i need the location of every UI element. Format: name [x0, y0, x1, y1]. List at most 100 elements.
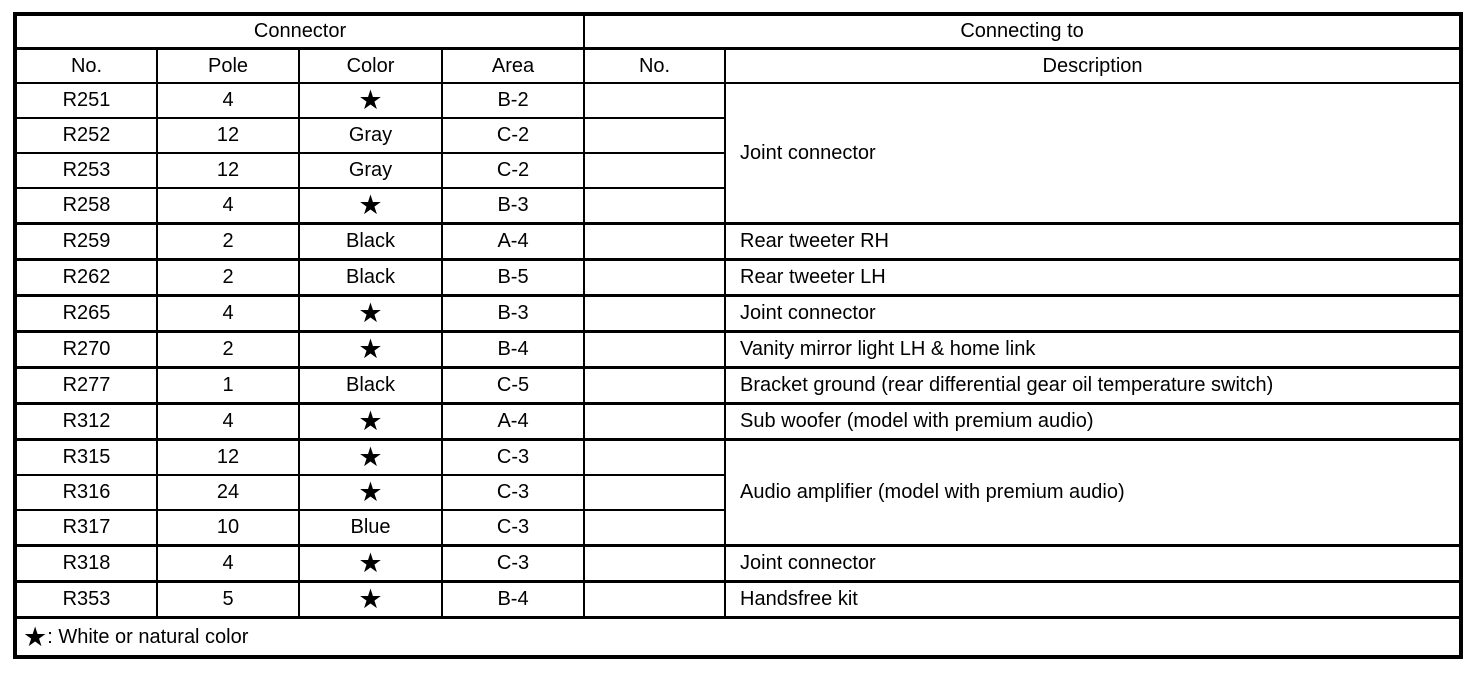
area-cell: B-4 — [440, 580, 586, 619]
color-cell: ★ — [298, 330, 443, 369]
pole-cell: 4 — [156, 187, 300, 225]
table-row: R277 1 Black C-5 Bracket ground (rear di… — [14, 366, 1463, 405]
description-cell: Joint connector — [724, 294, 1463, 333]
area-cell: B-3 — [440, 187, 586, 225]
table-row: R317 10 Blue C-3 — [14, 509, 1461, 547]
pole-cell: 24 — [156, 474, 300, 511]
color-cell: Black — [298, 222, 443, 261]
table-row: R312 4 ★ A-4 Sub woofer (model with prem… — [14, 402, 1463, 441]
pole-cell: 4 — [156, 544, 300, 583]
description-cell: Joint connector — [724, 82, 1463, 225]
color-cell: ★ — [298, 580, 443, 619]
table-row: R316 24 ★ C-3 — [14, 474, 1461, 511]
connecting-no-cell — [583, 438, 727, 476]
description-cell: Joint connector — [724, 544, 1463, 583]
table-row: R251 4 ★ B-2 Joint connector — [14, 82, 1463, 225]
description-cell: Sub woofer (model with premium audio) — [724, 402, 1463, 441]
table-row: R270 2 ★ B-4 Vanity mirror light LH & ho… — [14, 330, 1463, 369]
color-cell: ★ — [298, 438, 443, 476]
table-row: R252 12 Gray C-2 — [14, 117, 1461, 154]
legend-text: : White or natural color — [47, 625, 249, 648]
area-cell: B-5 — [440, 258, 586, 297]
table-row: R265 4 ★ B-3 Joint connector — [14, 294, 1463, 333]
table-row: R253 12 Gray C-2 — [14, 152, 1461, 189]
col-header-pole: Pole — [156, 47, 300, 84]
connecting-no-cell — [583, 509, 727, 547]
area-cell: C-3 — [440, 509, 586, 547]
description-cell: Audio amplifier (model with premium audi… — [724, 438, 1463, 547]
connector-no-cell: R251 — [14, 82, 158, 119]
table-row: R258 4 ★ B-3 — [14, 187, 1461, 225]
color-cell: ★ — [298, 82, 443, 119]
pole-cell: 4 — [156, 402, 300, 441]
description-cell: Vanity mirror light LH & home link — [724, 330, 1463, 369]
pole-cell: 12 — [156, 152, 300, 189]
color-cell: Blue — [298, 509, 443, 547]
connector-no-cell: R318 — [14, 544, 158, 583]
col-header-description: Description — [724, 47, 1463, 84]
color-cell: ★ — [298, 294, 443, 333]
connector-no-cell: R312 — [14, 402, 158, 441]
area-cell: A-4 — [440, 402, 586, 441]
legend-row: ★: White or natural color — [13, 616, 1463, 658]
connecting-to-group-header: Connecting to — [583, 13, 1463, 50]
connector-table: Connector Connecting to No. Pole Color A… — [13, 12, 1464, 659]
connector-no-cell: R270 — [14, 330, 158, 369]
table-row: R353 5 ★ B-4 Handsfree kit — [14, 580, 1463, 619]
connecting-no-cell — [583, 330, 727, 369]
table-row: R259 2 Black A-4 Rear tweeter RH — [14, 222, 1463, 261]
pole-cell: 12 — [156, 438, 300, 476]
color-cell: Gray — [298, 117, 443, 154]
column-header-row: No. Pole Color Area No. Description — [14, 47, 1463, 84]
pole-cell: 12 — [156, 117, 300, 154]
description-cell: Handsfree kit — [724, 580, 1463, 619]
table-row: R262 2 Black B-5 Rear tweeter LH — [14, 258, 1463, 297]
pole-cell: 10 — [156, 509, 300, 547]
connector-no-cell: R262 — [14, 258, 158, 297]
star-icon: ★ — [23, 621, 48, 652]
connecting-no-cell — [583, 474, 727, 511]
pole-cell: 5 — [156, 580, 300, 619]
table-row: R318 4 ★ C-3 Joint connector — [14, 544, 1463, 583]
area-cell: A-4 — [440, 222, 586, 261]
color-cell: ★ — [298, 187, 443, 225]
connecting-no-cell — [583, 82, 727, 119]
connecting-no-cell — [583, 294, 727, 333]
connecting-no-cell — [583, 258, 727, 297]
description-cell: Rear tweeter LH — [724, 258, 1463, 297]
pole-cell: 2 — [156, 330, 300, 369]
connector-no-cell: R253 — [14, 152, 158, 189]
connector-no-cell: R353 — [14, 580, 158, 619]
connector-no-cell: R315 — [14, 438, 158, 476]
connector-no-cell: R258 — [14, 187, 158, 225]
col-header-no: No. — [14, 47, 158, 84]
area-cell: C-3 — [440, 544, 586, 583]
col-header-connecting-no: No. — [583, 47, 727, 84]
table-row: R315 12 ★ C-3 Audio amplifier (model wit… — [14, 438, 1463, 547]
connecting-no-cell — [583, 152, 727, 189]
col-header-color: Color — [298, 47, 443, 84]
connecting-no-cell — [583, 580, 727, 619]
area-cell: B-2 — [440, 82, 586, 119]
area-cell: B-3 — [440, 294, 586, 333]
connector-no-cell: R252 — [14, 117, 158, 154]
connector-no-cell: R317 — [14, 509, 158, 547]
pole-cell: 4 — [156, 82, 300, 119]
connecting-no-cell — [583, 117, 727, 154]
color-cell: Black — [298, 258, 443, 297]
connecting-no-cell — [583, 544, 727, 583]
connecting-no-cell — [583, 402, 727, 441]
pole-cell: 2 — [156, 222, 300, 261]
area-cell: C-3 — [440, 474, 586, 511]
connecting-no-cell — [583, 187, 727, 225]
connector-group-header: Connector — [13, 13, 586, 50]
color-cell: ★ — [298, 402, 443, 441]
pole-cell: 2 — [156, 258, 300, 297]
pole-cell: 4 — [156, 294, 300, 333]
connector-no-cell: R316 — [14, 474, 158, 511]
description-cell: Rear tweeter RH — [724, 222, 1463, 261]
color-cell: ★ — [298, 544, 443, 583]
color-cell: Black — [298, 366, 443, 405]
area-cell: C-5 — [440, 366, 586, 405]
connector-no-cell: R277 — [14, 366, 158, 405]
